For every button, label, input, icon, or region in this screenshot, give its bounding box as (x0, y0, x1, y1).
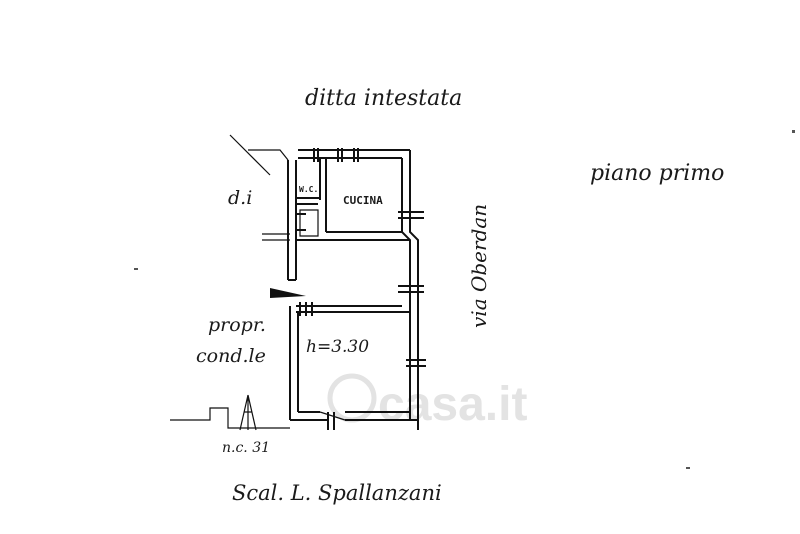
north-arrow-icon (239, 394, 257, 431)
watermark-text: casa.it (378, 378, 527, 431)
floor-label: piano primo (590, 161, 724, 186)
watermark: casa.it (327, 373, 527, 431)
street-label: via Oberdan (467, 204, 491, 328)
wc-label: W.C. (299, 185, 318, 194)
room-height-label: h=3.30 (306, 337, 369, 357)
opening-marks (296, 148, 426, 430)
scan-specks (134, 130, 795, 469)
condominium-label-line1: propr. (208, 314, 266, 336)
walls (170, 134, 419, 430)
condominium-label-line2: cond.le (196, 345, 266, 367)
top-owner-label: ditta intestata (305, 86, 462, 111)
civic-number-label: n.c. 31 (222, 440, 270, 456)
entrance-marker (270, 288, 306, 298)
staircase-label: Scal. L. Spallanzani (232, 481, 442, 505)
kitchen-label: CUCINA (343, 194, 383, 207)
left-owner-label: d.i (228, 187, 252, 209)
